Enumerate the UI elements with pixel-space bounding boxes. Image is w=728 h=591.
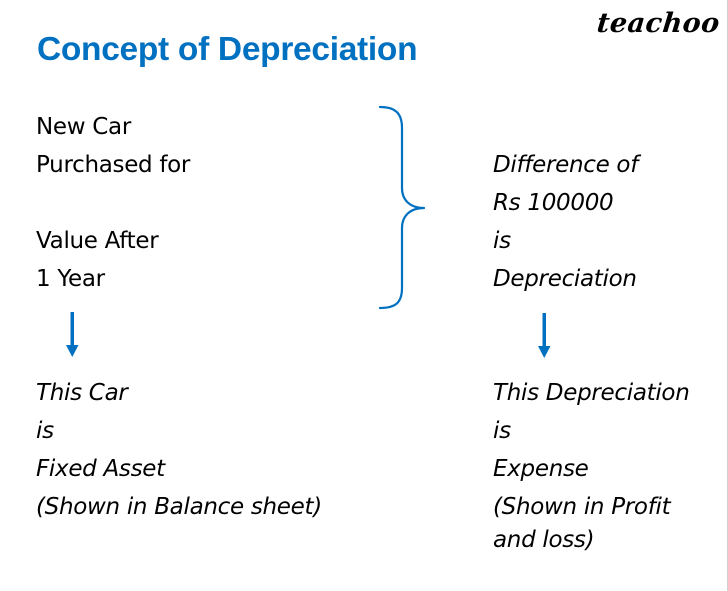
text-line-this-depreciation: This Depreciation xyxy=(493,380,690,406)
expense-block: This Depreciation is Expense (Shown in P… xyxy=(493,374,690,557)
text-line-value-after: Value After xyxy=(36,228,159,254)
text-line-one-year: 1 Year xyxy=(36,266,105,292)
text-line-is: is xyxy=(36,418,54,444)
down-arrow-icon xyxy=(66,312,79,357)
text-line-new-car: New Car xyxy=(36,114,131,140)
fixed-asset-block: This Car is Fixed Asset (Shown in Balanc… xyxy=(36,374,322,526)
text-line-difference-of: Difference of xyxy=(493,152,639,178)
teachoo-logo: teachoo xyxy=(595,8,722,39)
page-title: Concept of Depreciation xyxy=(37,31,418,68)
text-line-is: is xyxy=(493,418,511,444)
text-line-this-car: This Car xyxy=(36,380,128,406)
down-arrow-icon xyxy=(538,313,551,358)
right-curly-brace-icon xyxy=(378,105,426,310)
text-line-purchased-for: Purchased for xyxy=(36,152,191,178)
text-line-shown-in-balance-sheet: (Shown in Balance sheet) xyxy=(36,494,322,520)
difference-block: Difference of Rs 100000 is Depreciation xyxy=(493,146,638,298)
purchase-info-block: New Car Purchased for Value After 1 Year xyxy=(36,108,190,298)
text-line-and-loss: and loss) xyxy=(493,527,595,553)
text-line-depreciation: Depreciation xyxy=(493,266,637,292)
text-line-shown-in-profit: (Shown in Profit xyxy=(493,494,671,520)
blank-line xyxy=(36,184,190,222)
text-line-expense: Expense xyxy=(493,456,589,482)
text-line-amount: Rs 100000 xyxy=(493,190,614,216)
text-line-fixed-asset: Fixed Asset xyxy=(36,456,165,482)
text-line-is: is xyxy=(493,228,511,254)
